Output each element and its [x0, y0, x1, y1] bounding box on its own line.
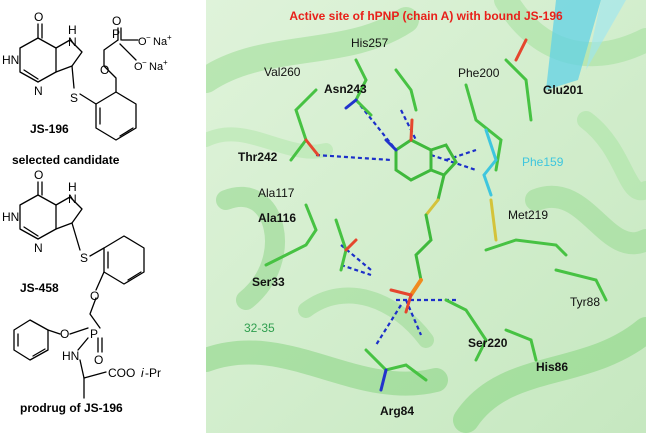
js196-n-label: N	[34, 84, 43, 98]
js196-nh-label: HN	[2, 53, 19, 67]
label-asn243: Asn243	[324, 82, 367, 96]
ligand-js196	[384, 118, 458, 314]
js196-pyrrole-n: N	[68, 35, 77, 49]
label-met219: Met219	[508, 208, 548, 222]
js196-ether-oxygen: O	[100, 63, 109, 77]
js458-p-oxo: O	[94, 353, 103, 367]
svg-text:Na: Na	[149, 61, 164, 73]
label-his257: His257	[351, 36, 389, 50]
js196-pyrrole-h: H	[68, 23, 77, 37]
label-thr242: Thr242	[238, 150, 278, 164]
label-tyr88: Tyr88	[570, 295, 600, 309]
label-ser220: Ser220	[468, 336, 508, 350]
js458-n-label: N	[34, 241, 43, 255]
label-ser33: Ser33	[252, 275, 285, 289]
js458-caption: prodrug of JS-196	[20, 401, 123, 415]
js458-ether-oxygen: O	[90, 289, 99, 303]
svg-text:+: +	[163, 58, 168, 67]
js196-phosphorus: P	[112, 27, 120, 41]
js196-salt-1: O − Na +	[138, 33, 172, 48]
svg-text:−: −	[146, 33, 151, 42]
svg-text:-Pr: -Pr	[145, 366, 161, 380]
svg-text:COO: COO	[108, 366, 135, 380]
js196-caption: selected candidate	[12, 153, 120, 167]
js458-phenoxy-oxygen: O	[60, 327, 69, 341]
js458-sulfur: S	[80, 251, 88, 265]
js196-carbonyl-oxygen: O	[34, 10, 43, 24]
label-glu201: Glu201	[543, 83, 583, 97]
svg-text:−: −	[142, 58, 147, 67]
js458-pyrrole-h: H	[68, 180, 77, 194]
label-phe159: Phe159	[522, 155, 564, 169]
js196-sulfur: S	[70, 91, 78, 105]
label-val260: Val260	[264, 65, 301, 79]
active-site-panel: Active site of hPNP (chain A) with bound…	[206, 0, 646, 433]
js196-name: JS-196	[30, 122, 69, 136]
js458-ester-label: COO i -Pr	[108, 366, 161, 380]
label-loop-32-35: 32-35	[244, 321, 275, 335]
js458-carbonyl-oxygen: O	[34, 168, 43, 182]
svg-text:i: i	[141, 366, 144, 380]
js196-salt-2: O − Na +	[134, 58, 168, 73]
label-his86: His86	[536, 360, 568, 374]
js458-name: JS-458	[20, 281, 59, 295]
label-ala117: Ala117	[258, 186, 295, 200]
label-arg84: Arg84	[380, 404, 414, 418]
chemical-structures-panel: O HN N H N S P O O O − Na + O − Na + JS-…	[2, 10, 172, 415]
svg-text:O: O	[138, 36, 147, 48]
chain-b-ribbon	[546, 0, 626, 90]
svg-text:O: O	[134, 61, 143, 73]
figure-title: Active site of hPNP (chain A) with bound…	[289, 9, 563, 23]
js458-phosphorus: P	[90, 327, 98, 341]
label-phe200: Phe200	[458, 66, 500, 80]
js458-nh-amide: HN	[62, 349, 79, 363]
residue-sticks	[264, 38, 608, 392]
js196-p-oxo: O	[112, 14, 121, 28]
svg-text:+: +	[167, 33, 172, 42]
label-ala116: Ala116	[258, 211, 296, 225]
js458-nh-label: HN	[2, 210, 19, 224]
svg-text:Na: Na	[153, 36, 168, 48]
js458-pyrrole-n: N	[68, 192, 77, 206]
